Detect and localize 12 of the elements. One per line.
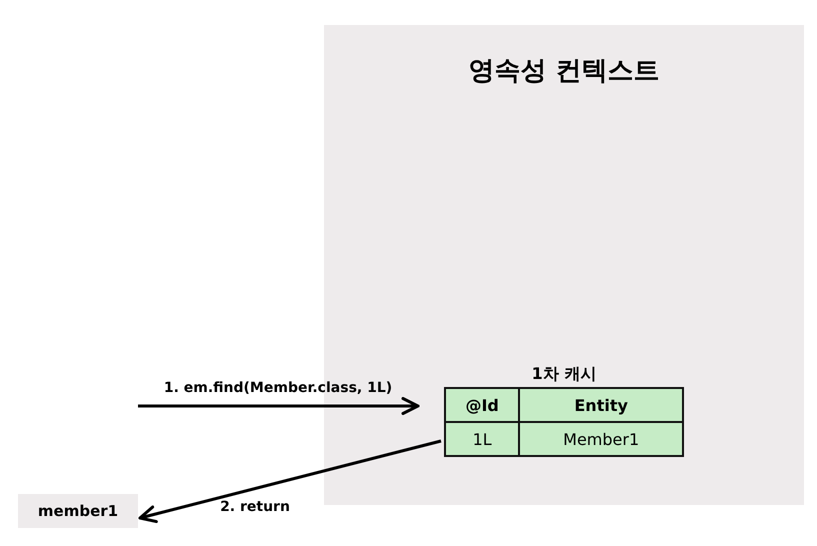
table-value: Member1	[563, 430, 640, 448]
table-value: 1L	[472, 430, 492, 448]
column-header: Entity	[574, 396, 628, 414]
panel-title: 영속성 컨텍스트	[468, 56, 660, 86]
edge-label: 1. em.find(Member.class, 1L)	[164, 380, 392, 396]
arrow	[138, 440, 442, 524]
table-heading: 1차 캐시	[532, 364, 596, 383]
arrow	[138, 397, 420, 415]
edge-label: 2. return	[220, 499, 290, 515]
box-label: member1	[38, 502, 118, 520]
result-box	[18, 494, 138, 528]
column-header: @Id	[465, 396, 499, 414]
